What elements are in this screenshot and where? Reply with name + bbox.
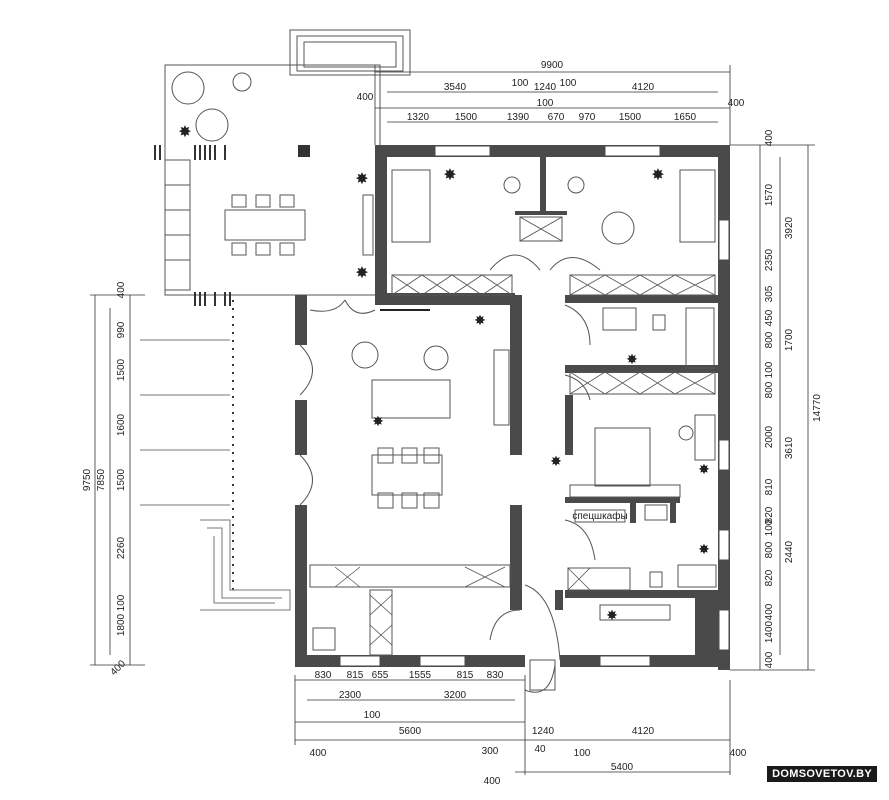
dim-left: 1500: [116, 468, 127, 491]
dim-top-r2: 100: [537, 98, 554, 109]
terrace-railing: [154, 145, 231, 306]
svg-text:✸: ✸: [626, 352, 638, 368]
dim-bottom: 2300: [339, 690, 362, 701]
dim-right: 820: [764, 506, 775, 523]
dim-bottom: 3200: [444, 690, 467, 701]
right-dimensions: 400 1570 2350 305 450 800 100 800 2000 8…: [764, 129, 823, 668]
dim-left: 400: [116, 281, 127, 298]
dim-right: 800: [764, 541, 775, 558]
top-dimensions: 9900 3540 100 1240 100 4120 400 100 400 …: [357, 60, 745, 123]
svg-text:✸: ✸: [355, 169, 368, 188]
dim-bottom: 655: [372, 670, 389, 681]
svg-text:✸: ✸: [550, 454, 562, 470]
left-dimensions: 400 990 1500 1600 1500 2260 100 1800 400…: [82, 281, 128, 678]
dim-bottom: 830: [315, 670, 332, 681]
dim-bottom: 1555: [409, 670, 432, 681]
dim-top-r3: 1500: [619, 112, 642, 123]
dim-right-mid: 3920: [784, 216, 795, 239]
dim-left-mid: 7850: [96, 468, 107, 491]
dim-left: 400: [108, 658, 128, 678]
dim-top-r1: 1240: [534, 82, 557, 93]
dim-bottom: 4120: [632, 726, 655, 737]
furniture: [299, 169, 717, 693]
dim-right: 305: [764, 285, 775, 302]
dim-left: 2260: [116, 536, 127, 559]
dim-right-mid: 2440: [784, 540, 795, 563]
svg-text:✸: ✸: [474, 313, 486, 329]
dim-left: 1600: [116, 413, 127, 436]
dim-right-mid: 1700: [784, 328, 795, 351]
dimension-lines: [90, 65, 815, 775]
dim-bottom: 1240: [532, 726, 555, 737]
dim-right: 1400: [764, 620, 775, 643]
lamp-icons: ✸ ✸ ✸ ✸ ✸ ✸ ✸ ✸ ✸ ✸ ✸ ✸: [178, 122, 710, 624]
dim-left: 1800: [116, 613, 127, 636]
dim-bottom: 815: [457, 670, 474, 681]
dim-top-r3: 670: [548, 112, 565, 123]
dim-bottom: 100: [574, 748, 591, 759]
dim-right: 2000: [764, 425, 775, 448]
dim-right: 100: [764, 519, 775, 536]
bottom-dimensions: 830 815 655 1555 815 830 2300 3200 100 5…: [310, 670, 747, 787]
dim-bottom: 5600: [399, 726, 422, 737]
wardrobe-label: спецшкафы: [572, 510, 627, 522]
dim-top-r1: 100: [512, 78, 529, 89]
windows: [339, 145, 730, 667]
watermark: DOMSOVETOV.BY: [767, 766, 877, 782]
svg-text:✸: ✸: [355, 263, 368, 282]
svg-text:✸: ✸: [443, 165, 456, 184]
dim-top-r2: 400: [357, 92, 374, 103]
terrace-post: [298, 145, 310, 157]
dim-top-total: 9900: [541, 60, 564, 71]
dim-left-total: 9750: [82, 468, 93, 491]
dim-right: 800: [764, 331, 775, 348]
dim-right: 400: [764, 651, 775, 668]
svg-text:✸: ✸: [698, 462, 710, 478]
dim-right-mid: 3610: [784, 436, 795, 459]
dim-left: 100: [116, 594, 127, 611]
svg-text:✸: ✸: [372, 414, 384, 430]
dim-top-r1: 4120: [632, 82, 655, 93]
dim-right: 100: [764, 361, 775, 378]
dim-right-total: 14770: [812, 394, 823, 422]
dim-bottom: 40: [534, 744, 546, 755]
dim-right: 400: [764, 603, 775, 620]
dim-right: 820: [764, 569, 775, 586]
svg-text:✸: ✸: [651, 165, 664, 184]
dim-top-r1: 3540: [444, 82, 467, 93]
dim-bottom: 5400: [611, 762, 634, 773]
svg-text:✸: ✸: [698, 542, 710, 558]
dim-right: 800: [764, 381, 775, 398]
dim-bottom: 400: [730, 748, 747, 759]
svg-text:✸: ✸: [606, 608, 618, 624]
dim-bottom: 300: [482, 746, 499, 757]
dim-left: 1500: [116, 358, 127, 381]
svg-text:✸: ✸: [178, 122, 191, 141]
dim-right: 2350: [764, 248, 775, 271]
dim-bottom: 830: [487, 670, 504, 681]
dim-right: 450: [764, 309, 775, 326]
dim-bottom: 815: [347, 670, 364, 681]
dim-right: 1570: [764, 183, 775, 206]
dim-top-r3: 1500: [455, 112, 478, 123]
parking-area: [140, 300, 291, 611]
dim-top-r3: 1390: [507, 112, 530, 123]
dim-right: 810: [764, 478, 775, 495]
cabinets: [334, 274, 716, 646]
dim-bottom: 100: [364, 710, 381, 721]
terrace: [164, 29, 411, 296]
dim-right: 400: [764, 129, 775, 146]
dim-top-r2: 400: [728, 98, 745, 109]
dim-top-r3: 1320: [407, 112, 430, 123]
dim-bottom: 400: [310, 748, 327, 759]
dim-top-r1: 100: [560, 78, 577, 89]
dim-top-r3: 1650: [674, 112, 697, 123]
dim-bottom: 400: [484, 776, 501, 787]
dim-top-r3: 970: [579, 112, 596, 123]
interior-walls: [515, 157, 718, 658]
dim-left: 990: [116, 321, 127, 338]
